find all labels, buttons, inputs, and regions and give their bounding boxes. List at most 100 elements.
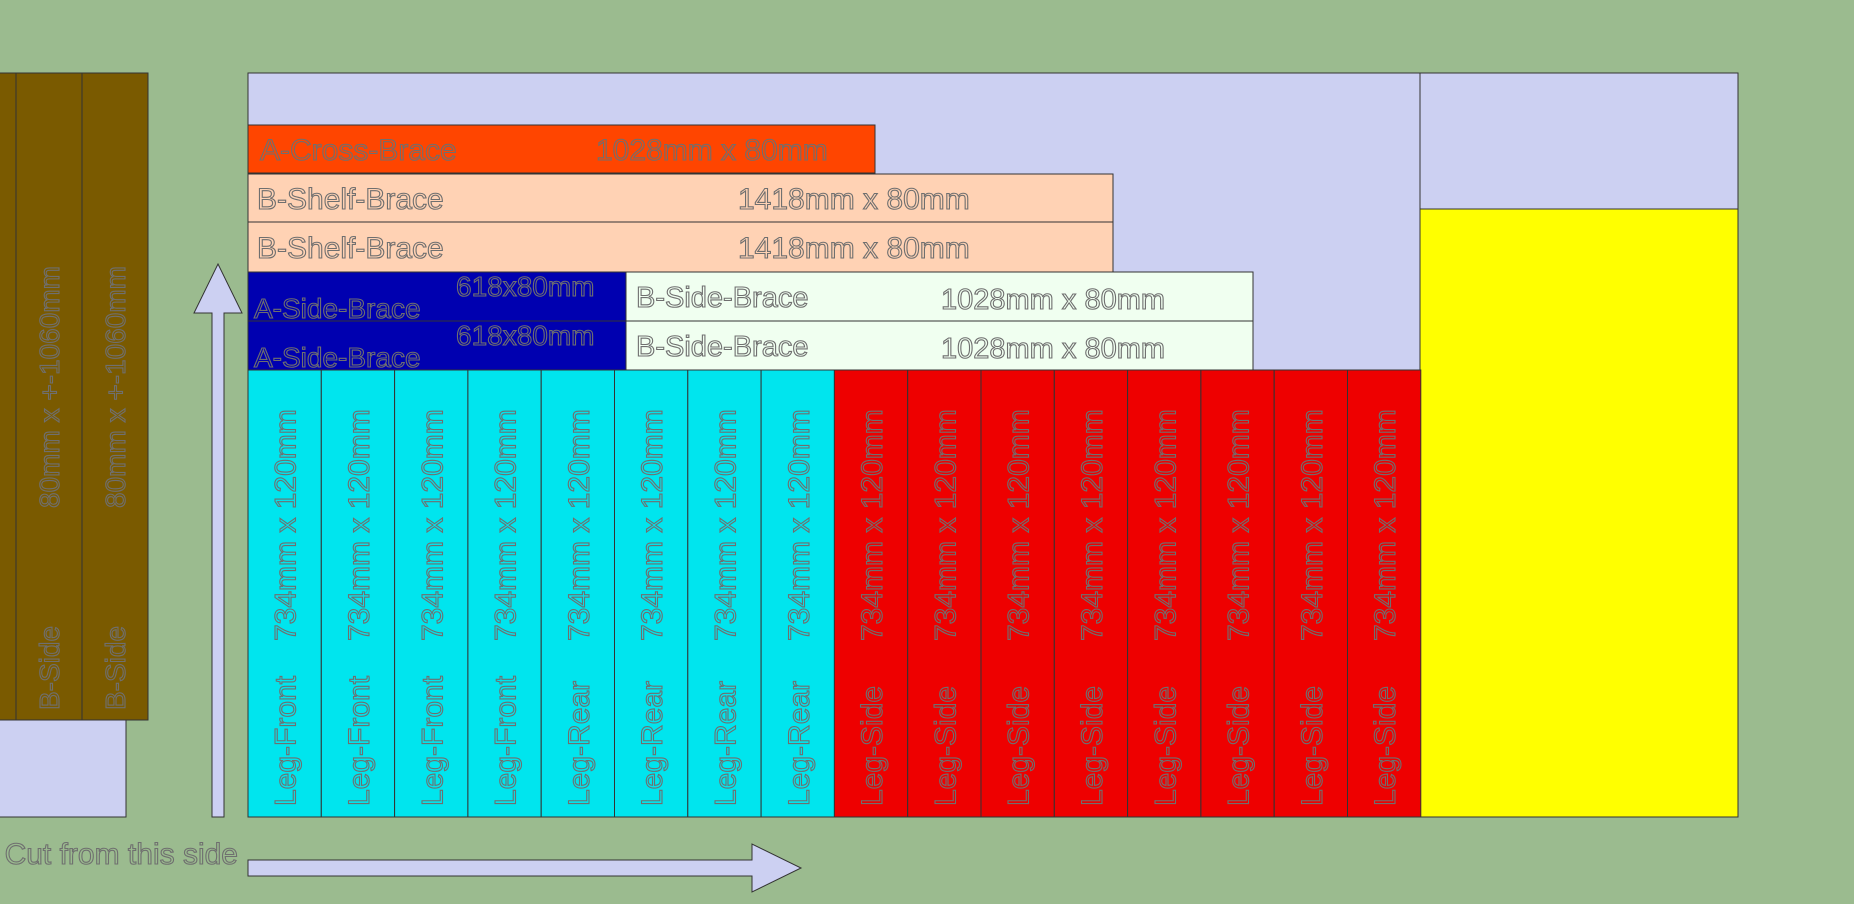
leg-piece: Leg-Rear 734mm x 120mm — [540, 369, 616, 818]
leg-name: Leg-Side — [929, 686, 962, 806]
leg-rect — [1273, 369, 1348, 818]
left-strip-name: B-Side — [34, 626, 65, 710]
leg-name: Leg-Side — [1223, 686, 1256, 806]
brace-rect — [247, 221, 1114, 273]
leg-rect — [540, 369, 616, 818]
left-strip: B-Side 80mm x +-1060mm — [81, 72, 149, 721]
leg-piece: Leg-Side 734mm x 120mm — [1347, 369, 1422, 818]
leg-rect — [614, 369, 689, 818]
a-side-brace-size: 618x80mm — [456, 320, 595, 351]
leg-piece: Leg-Front 734mm x 120mm — [394, 369, 469, 818]
horizontal-arrow — [247, 843, 803, 893]
leg-piece: Leg-Rear 734mm x 120mm — [760, 369, 835, 818]
a-side-brace-rect — [247, 320, 627, 371]
left-strip-size: 80mm x +-1060mm — [100, 266, 131, 508]
leg-size: 734mm x 120mm — [1223, 409, 1256, 641]
leg-name: Leg-Rear — [636, 681, 669, 806]
brace-name: B-Shelf-Brace — [257, 232, 444, 265]
leg-size: 734mm x 120mm — [636, 409, 669, 641]
leg-rect — [394, 369, 469, 818]
leg-rect — [1127, 369, 1202, 818]
left-strip-rect — [0, 72, 17, 721]
leg-name: Leg-Rear — [783, 681, 816, 806]
leg-rect — [833, 369, 909, 818]
leg-piece: Leg-Front 734mm x 120mm — [467, 369, 542, 818]
brace-rect — [247, 124, 876, 174]
leg-name: Leg-Rear — [563, 681, 596, 806]
b-side-brace-size: 1028mm x 80mm — [941, 333, 1165, 365]
leg-piece: Leg-Front 734mm x 120mm — [320, 369, 396, 818]
leg-rect — [467, 369, 542, 818]
leg-size: 734mm x 120mm — [709, 409, 742, 641]
a-side-brace-name: A-Side-Brace — [254, 293, 421, 324]
leg-name: Leg-Side — [856, 686, 889, 806]
leg-size: 734mm x 120mm — [929, 409, 962, 641]
leg-rect — [687, 369, 762, 818]
leg-name: Leg-Side — [1149, 686, 1182, 806]
leg-rect — [1347, 369, 1422, 818]
leg-name: Leg-Front — [416, 675, 449, 806]
brace-piece: B-Shelf-Brace 1418mm x 80mm — [247, 221, 1114, 273]
leg-piece: Leg-Rear 734mm x 120mm — [687, 369, 762, 818]
left-strip-name: B-Side — [100, 626, 131, 710]
leg-piece: Leg-Side 734mm x 120mm — [833, 369, 909, 818]
leg-name: Leg-Front — [490, 675, 523, 806]
a-side-brace-name: A-Side-Brace — [254, 342, 421, 373]
left-strip-size: 80mm x +-1060mm — [34, 266, 65, 508]
leg-name: Leg-Front — [270, 675, 303, 806]
left-strip: A-Rear80mm x +-1060mm — [0, 72, 17, 721]
leg-piece: Leg-Side 734mm x 120mm — [1200, 369, 1275, 818]
a-side-brace-size: 618x80mm — [456, 271, 595, 302]
leg-name: Leg-Side — [1003, 686, 1036, 806]
leg-size: 734mm x 120mm — [416, 409, 449, 641]
leg-size: 734mm x 120mm — [783, 409, 816, 641]
leg-name: Leg-Rear — [709, 681, 742, 806]
leg-size: 734mm x 120mm — [490, 409, 523, 641]
left-strip: B-Side 80mm x +-1060mm — [15, 72, 83, 721]
brace-size: 1418mm x 80mm — [738, 183, 970, 216]
leg-size: 734mm x 120mm — [856, 409, 889, 641]
brace-name: A-Cross-Brace — [260, 134, 457, 167]
leg-size: 734mm x 120mm — [1369, 409, 1402, 641]
b-side-brace-name: B-Side-Brace — [636, 331, 808, 363]
leg-rect — [760, 369, 835, 818]
leg-rect — [907, 369, 982, 818]
leg-piece: Leg-Side 734mm x 120mm — [907, 369, 982, 818]
direction-arrows: Cut from this side — [4, 262, 803, 893]
leg-name: Leg-Side — [1369, 686, 1402, 806]
leg-piece: Leg-Rear 734mm x 120mm — [614, 369, 689, 818]
leg-size: 734mm x 120mm — [270, 409, 303, 641]
leg-size: 734mm x 120mm — [1003, 409, 1036, 641]
leg-name: Leg-Front — [343, 675, 376, 806]
leg-size: 734mm x 120mm — [1076, 409, 1109, 641]
leg-name: Leg-Side — [1296, 686, 1329, 806]
brace-size: 1028mm x 80mm — [596, 134, 828, 167]
b-side-brace-size: 1028mm x 80mm — [941, 284, 1165, 316]
leg-piece: Leg-Side 734mm x 120mm — [980, 369, 1055, 818]
offcut-yellow-block — [1419, 208, 1739, 818]
leg-rect — [1200, 369, 1275, 818]
leg-rect — [1053, 369, 1129, 818]
leg-size: 734mm x 120mm — [563, 409, 596, 641]
brace-size: 1418mm x 80mm — [738, 232, 970, 265]
a-side-brace-rect — [247, 271, 627, 322]
b-side-brace-rect — [625, 320, 1254, 371]
b-side-brace-name: B-Side-Brace — [636, 282, 808, 314]
leg-rect — [247, 369, 322, 818]
leg-size: 734mm x 120mm — [343, 409, 376, 641]
brace-rect — [247, 173, 1114, 223]
leg-rect — [980, 369, 1055, 818]
